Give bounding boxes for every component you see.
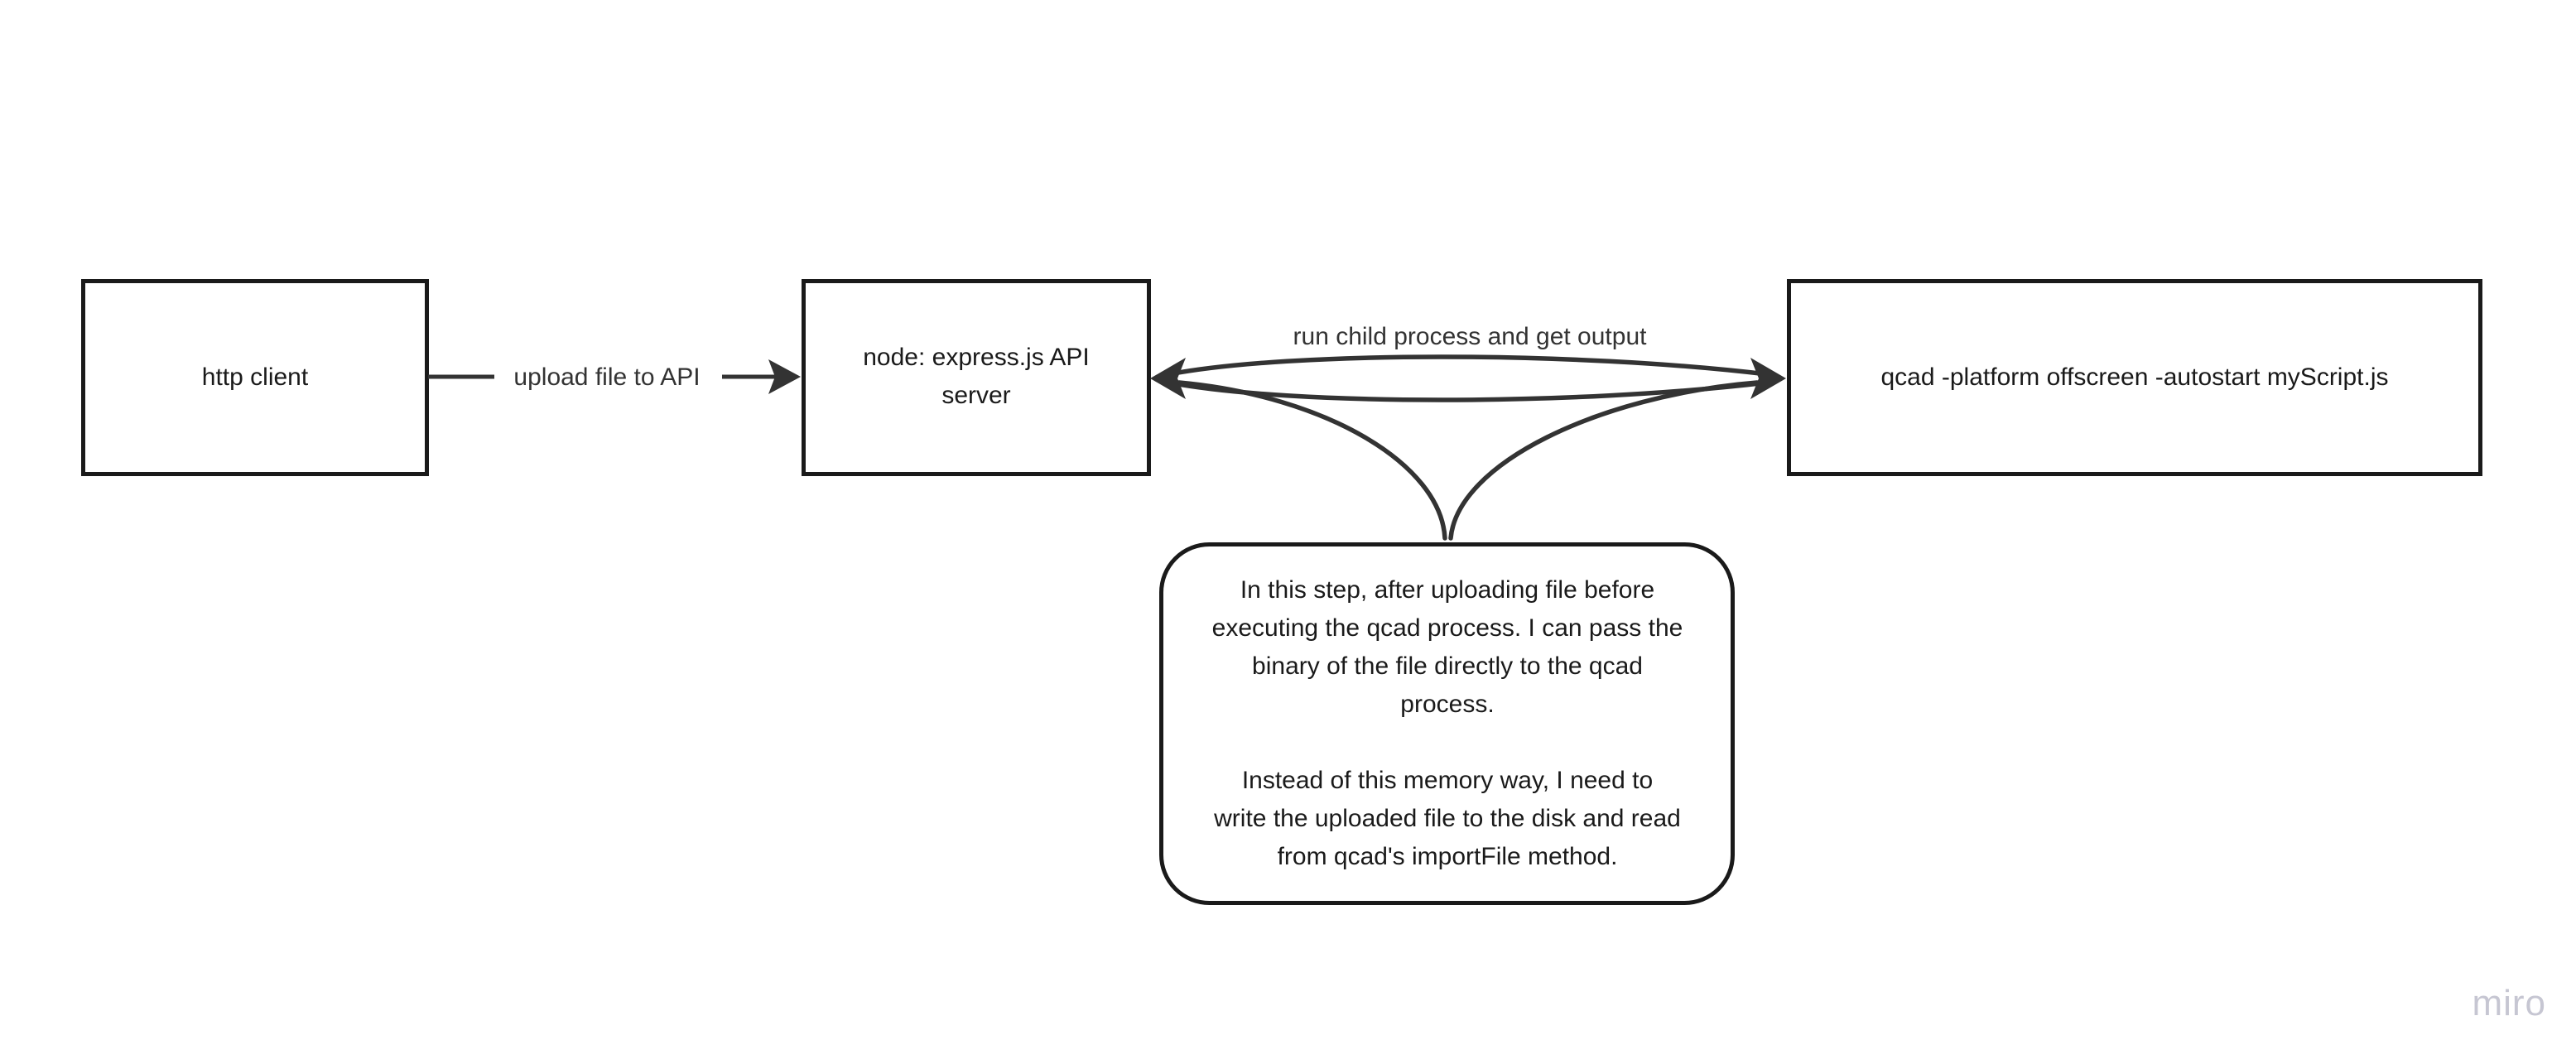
note-paragraph-2-line-2: write the uploaded file to the disk and … [1213, 805, 1681, 832]
note-paragraph-2-line-1: Instead of this memory way, I need to [1242, 767, 1653, 794]
node-http-client[interactable]: http client [81, 279, 429, 476]
miro-watermark: miro [2472, 983, 2546, 1023]
note-bubble[interactable]: In this step, after uploading file befor… [1159, 542, 1735, 905]
note-paragraph-1-line-4: process. [1400, 691, 1494, 718]
child-process-arc-upper [1167, 354, 1769, 377]
note-paragraph-1-line-2: executing the qcad process. I can pass t… [1212, 614, 1683, 642]
note-to-qcad-curve [1448, 380, 1760, 541]
upload-connector-label: upload file to API [513, 363, 700, 391]
child-process-connector-label: run child process and get output [1293, 323, 1648, 350]
child-process-arrowhead-right-icon [1750, 358, 1786, 399]
node-qcad-process[interactable]: qcad -platform offscreen -autostart mySc… [1787, 279, 2482, 476]
note-bubble-shape[interactable] [1159, 542, 1735, 905]
node-qcad-process-shape[interactable] [1787, 279, 2482, 476]
note-paragraph-1-line-3: binary of the file directly to the qcad [1252, 652, 1643, 680]
connector-note-to-express[interactable] [1177, 380, 1447, 541]
child-process-arrowhead-left-icon [1150, 358, 1186, 399]
node-express-server-label-line-1: node: express.js API [863, 344, 1090, 371]
note-paragraph-2-line-3: from qcad's importFile method. [1278, 843, 1618, 870]
node-http-client-label: http client [202, 363, 309, 391]
upload-connector-arrowhead-icon [768, 359, 801, 394]
node-express-server[interactable]: node: express.js API server [802, 279, 1151, 476]
node-http-client-shape[interactable] [81, 279, 429, 476]
note-paragraph-1-line-1: In this step, after uploading file befor… [1240, 576, 1654, 604]
note-to-express-curve [1177, 380, 1447, 541]
node-express-server-label-line-2: server [941, 382, 1010, 409]
node-qcad-process-label: qcad -platform offscreen -autostart mySc… [1880, 363, 2388, 391]
node-express-server-shape[interactable] [802, 279, 1151, 476]
connector-note-to-qcad[interactable] [1448, 380, 1760, 541]
connector-run-child-process[interactable]: run child process and get output [1150, 323, 1786, 402]
connector-upload-file-to-api[interactable]: upload file to API [428, 359, 801, 394]
